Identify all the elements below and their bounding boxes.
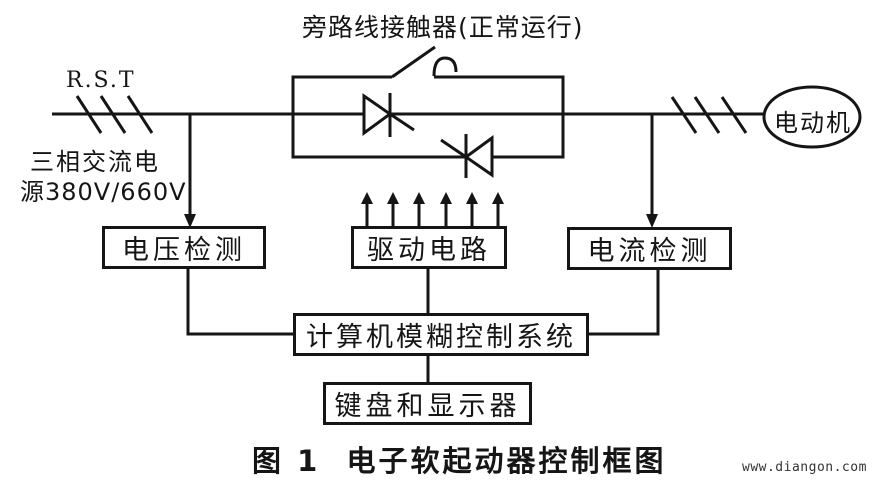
contactor-switch-blade [391,45,436,79]
voltage-to-control-line [186,268,295,336]
phase-label: R.S.T [66,68,136,93]
watermark: www.diangon.com [742,460,867,475]
contactor-arc [432,56,458,77]
thyristor-reverse [440,134,494,178]
voltage-detect-block: 电压检测 [102,226,266,269]
motor-label: 电动机 [774,109,852,137]
three-phase-marks-left [75,95,154,134]
bypass-contactor-label: 旁路线接触器(正常运行) [302,13,584,42]
thyristor-forward [362,93,415,137]
motor-symbol [762,85,862,149]
current-tap-arrow [646,214,658,228]
three-phase-marks-right [670,96,748,134]
gate-drive-arrows [361,192,504,228]
fuzzy-control-system-block: 计算机模糊控制系统 [293,313,589,356]
power-source-label-line1: 三相交流电 [30,148,160,176]
keyboard-display-block: 键盘和显示器 [323,382,532,425]
current-detect-block: 电流检测 [567,227,732,270]
figure-caption: 图 1 电子软起动器控制框图 [252,444,667,478]
bypass-contactor [291,45,565,159]
drive-circuit-block: 驱动电路 [351,226,507,269]
power-source-label-line2: 源380V/660V [20,178,187,206]
voltage-tap-arrow [184,214,196,228]
current-to-control-line [586,268,660,336]
